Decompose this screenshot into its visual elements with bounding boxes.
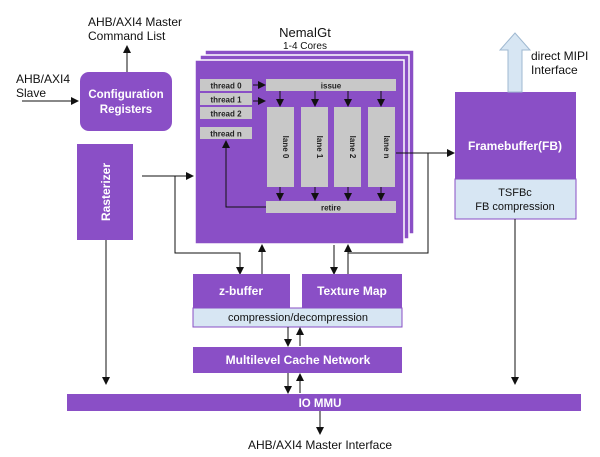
fb-compression-box [454, 178, 577, 220]
ahb-slave-label-line1: AHB/AXI4 [16, 72, 70, 86]
texture-map-label: Texture Map [317, 284, 387, 298]
config-label-line2: Registers [100, 104, 152, 116]
mipi-up-arrow-icon [498, 32, 532, 93]
cache-network-label: Multilevel Cache Network [226, 353, 371, 367]
fb-compression-line1: TSFBc [498, 187, 532, 199]
mipi-label-line1: direct MIPI [531, 49, 588, 63]
lane-0-label: lane 0 [281, 136, 290, 159]
lane-n-label: lane n [382, 135, 391, 158]
iommu-bar [67, 394, 581, 411]
lane-2-box [334, 107, 361, 187]
ahb-master-interface-label: AHB/AXI4 Master Interface [248, 438, 392, 452]
core-to-zbuffer-arrow [174, 176, 244, 275]
thread-1-label: thread 1 [210, 96, 242, 105]
config-label-line1: Configuration [88, 89, 163, 101]
retire-label: retire [321, 204, 342, 213]
lane-2-label: lane 2 [348, 136, 357, 159]
zbuffer-box [193, 274, 290, 308]
ahb-master-command-label-line2: Command List [88, 29, 166, 43]
thread-n-box [200, 127, 252, 139]
fb-compression-line2: FB compression [475, 201, 554, 213]
ahb-master-command-label-line1: AHB/AXI4 Master [88, 15, 182, 29]
lane-1-label: lane 1 [315, 136, 324, 159]
iommu-label: IO MMU [299, 398, 342, 410]
lane-0-box [267, 107, 294, 187]
thread-2-box [200, 107, 252, 119]
retire-bar [266, 201, 396, 213]
lane-1-box [301, 107, 328, 187]
cache-network-box [193, 347, 402, 373]
framebuffer-box [455, 92, 576, 179]
configuration-registers-box [80, 72, 172, 131]
thread-1-box [200, 93, 252, 105]
mipi-label-line2: Interface [531, 63, 578, 77]
texture-map-box [302, 274, 402, 308]
compression-label: compression/decompression [228, 312, 368, 324]
rasterizer-label: Rasterizer [99, 163, 113, 221]
core-bypass-line [348, 153, 429, 254]
nemagt-title: NemaǀGt [279, 25, 331, 40]
lane-n-box [368, 107, 395, 187]
issue-label: issue [321, 82, 342, 91]
nemagt-subtitle: 1-4 Cores [283, 41, 327, 52]
ahb-slave-label-line2: Slave [16, 86, 46, 100]
zbuffer-label: z-buffer [219, 284, 263, 298]
thread-0-box [200, 79, 252, 91]
thread-n-label: thread n [210, 130, 242, 139]
thread-0-label: thread 0 [210, 82, 242, 91]
issue-bar [266, 79, 396, 91]
rasterizer-box [77, 144, 133, 240]
thread-2-label: thread 2 [210, 110, 242, 119]
retire-feedback-arrow [222, 140, 266, 208]
framebuffer-label: Framebuffer(FB) [468, 139, 562, 153]
